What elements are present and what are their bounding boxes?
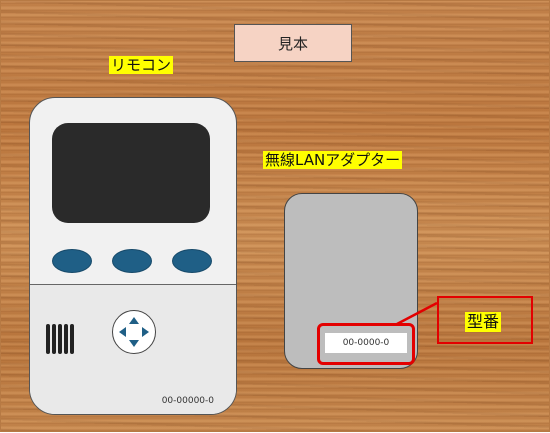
remote-divider	[30, 284, 236, 285]
model-number-callout-box	[437, 296, 533, 344]
model-number-highlight	[317, 323, 415, 365]
sample-box: 見本	[234, 24, 352, 62]
adapter-model-plate: 00-0000-0	[325, 333, 407, 353]
remote-button-left	[52, 249, 92, 273]
speaker-grille-icon	[46, 324, 74, 354]
adapter-label: 無線LANアダプター	[263, 151, 403, 169]
remote-button-right	[172, 249, 212, 273]
remote-model-number: 00-00000-0	[161, 396, 214, 406]
model-number-callout-label: 型番	[465, 312, 502, 332]
remote-control: 00-00000-0	[29, 97, 237, 415]
remote-screen	[52, 123, 210, 223]
remote-label: リモコン	[109, 56, 174, 74]
adapter-model-number: 00-0000-0	[342, 338, 390, 348]
sample-label: 見本	[277, 34, 308, 53]
dpad-icon	[112, 310, 156, 354]
remote-button-center	[112, 249, 152, 273]
